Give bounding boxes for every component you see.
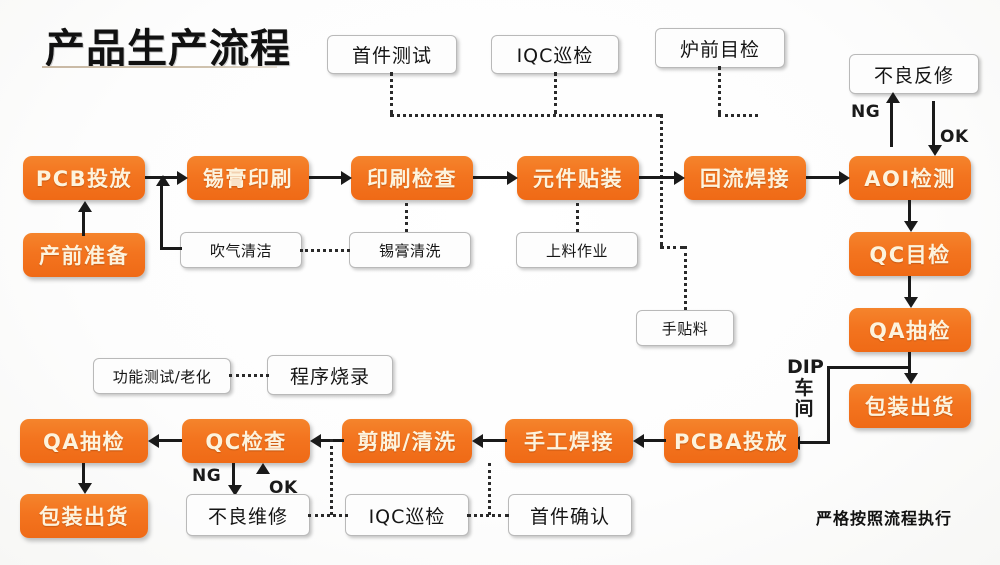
arrow-print-to-mount-line: [473, 176, 507, 179]
step-reflow-soldering[interactable]: 回流焊接: [684, 156, 806, 200]
label-ok-qc: OK: [269, 478, 298, 498]
dotted-manual-place-jog: [660, 246, 684, 249]
note-air-blow-clean[interactable]: 吹气清洁: [180, 232, 302, 268]
step-manual-soldering[interactable]: 手工焊接: [505, 419, 633, 463]
step-pcb-loading[interactable]: PCB投放: [23, 156, 145, 200]
arrow-cut-to-qc-head: [310, 434, 321, 448]
arrow-mount-to-reflow-head: [674, 171, 685, 185]
page-title: 产品生产流程: [45, 26, 291, 72]
dip-transfer-vertical: [827, 366, 830, 444]
note-program-burning[interactable]: 程序烧录: [267, 355, 393, 395]
note-iqc-patrol-top[interactable]: IQC巡检: [491, 35, 619, 74]
arrow-manual-to-cut-line: [483, 439, 507, 442]
arrow-prep-to-pcb-head: [78, 201, 92, 212]
label-ng-qc: NG: [192, 466, 222, 486]
note-feeder-loading[interactable]: 上料作业: [516, 232, 638, 268]
dotted-iqc-to-firstarticle: [467, 514, 509, 517]
dotted-bus-to-manual-place: [660, 114, 663, 246]
step-lead-cut-clean[interactable]: 剪脚/清洗: [342, 419, 472, 463]
footer-note: 严格按照流程执行: [816, 509, 953, 528]
arrow-aoi-to-qc-head: [904, 221, 918, 232]
dotted-inspection-bus: [390, 114, 660, 117]
arrow-qc-to-qa-line: [908, 276, 911, 297]
step-print-inspection[interactable]: 印刷检查: [351, 156, 473, 200]
arrow-paste-to-print-head: [341, 171, 352, 185]
note-manual-placement[interactable]: 手贴料: [636, 310, 734, 346]
label-dip-workshop: DIP 车 间: [787, 356, 824, 420]
arrow-paste-to-print-line: [309, 176, 341, 179]
arrow-pcb-to-paste-head: [177, 171, 188, 185]
label-dip-line-1: DIP: [787, 356, 824, 378]
arrow-qc-to-qa-dip-line: [159, 439, 182, 442]
loop-airblow-v: [160, 186, 163, 248]
note-first-article-test[interactable]: 首件测试: [327, 35, 457, 74]
note-pre-oven-visual[interactable]: 炉前目检: [655, 28, 785, 68]
step-aoi-inspection[interactable]: AOI检测: [849, 156, 971, 200]
qc-ng-line: [232, 463, 235, 485]
dotted-first-article-drop: [390, 72, 393, 114]
note-defect-rework[interactable]: 不良反修: [849, 54, 979, 94]
arrow-qc-to-qa-head: [904, 297, 918, 308]
arrow-manual-to-cut-head: [472, 434, 483, 448]
arrow-mount-to-reflow-line: [639, 176, 674, 179]
step-pre-production-prep[interactable]: 产前准备: [23, 233, 145, 277]
arrow-qa-to-packing-line: [908, 352, 911, 373]
aoi-ok-head: [928, 145, 942, 156]
dotted-cutclean-bus-v: [330, 439, 333, 515]
note-iqc-patrol-bottom[interactable]: IQC巡检: [345, 494, 469, 536]
arrow-reflow-to-aoi-head: [839, 171, 850, 185]
arrow-aoi-to-qc-line: [908, 200, 911, 221]
step-qa-sampling-dip[interactable]: QA抽检: [20, 419, 148, 463]
label-ng-aoi: NG: [851, 102, 881, 122]
dotted-iqc-drop: [554, 72, 557, 114]
note-first-article-confirm[interactable]: 首件确认: [508, 494, 632, 536]
arrow-qa-to-packing-head: [904, 373, 918, 384]
arrow-print-to-mount-head: [507, 171, 518, 185]
step-qc-visual[interactable]: QC目检: [849, 232, 971, 276]
dotted-cutclean-bus-h: [308, 514, 348, 517]
dotted-airblow-to-pasteclean: [300, 249, 350, 252]
step-packing-shipping-dip[interactable]: 包装出货: [20, 494, 148, 538]
note-defect-repair[interactable]: 不良维修: [186, 494, 310, 536]
aoi-ng-head: [886, 92, 900, 103]
loop-airblow-head: [156, 175, 170, 186]
title-underline: [42, 66, 277, 68]
step-solder-paste-printing[interactable]: 锡膏印刷: [187, 156, 309, 200]
aoi-ok-line: [932, 101, 935, 145]
step-component-mounting[interactable]: 元件贴装: [517, 156, 639, 200]
label-dip-line-3: 间: [794, 398, 814, 420]
dotted-pre-oven-drop: [718, 66, 721, 114]
dip-transfer-top: [827, 366, 909, 369]
note-paste-cleaning[interactable]: 锡膏清洗: [349, 232, 471, 268]
step-qa-sampling-smt[interactable]: QA抽检: [849, 308, 971, 352]
qc-ok-head: [256, 463, 270, 474]
label-ok-aoi: OK: [940, 127, 969, 147]
dotted-functest-to-burning: [229, 374, 269, 377]
dotted-feeder-to-mount: [576, 203, 579, 232]
arrow-qc-to-qa-dip-head: [148, 434, 159, 448]
dotted-pasteclean-to-print: [405, 203, 408, 232]
dotted-inspection-bus-right: [718, 114, 758, 117]
arrow-pcba-to-manual-head: [633, 434, 644, 448]
arrow-pcba-to-manual-line: [644, 439, 666, 442]
note-function-test-burnin[interactable]: 功能测试/老化: [93, 358, 231, 394]
arrow-qa-to-packing-dip-line: [82, 463, 85, 483]
dotted-manual-place-drop: [684, 246, 687, 310]
dip-transfer-bottom: [800, 441, 830, 444]
step-pcba-loading[interactable]: PCBA投放: [664, 419, 798, 463]
arrow-qa-to-packing-dip-head: [78, 483, 92, 494]
dotted-firstarticle-to-manual: [488, 463, 491, 515]
step-qc-check[interactable]: QC检查: [182, 419, 310, 463]
step-packing-shipping-smt[interactable]: 包装出货: [849, 384, 971, 428]
qc-ng-head: [228, 485, 242, 496]
arrow-prep-to-pcb-line: [82, 212, 85, 236]
arrow-reflow-to-aoi-line: [806, 176, 839, 179]
label-dip-line-2: 车: [794, 377, 814, 399]
loop-airblow-h: [160, 247, 182, 250]
aoi-ng-line: [890, 101, 893, 147]
